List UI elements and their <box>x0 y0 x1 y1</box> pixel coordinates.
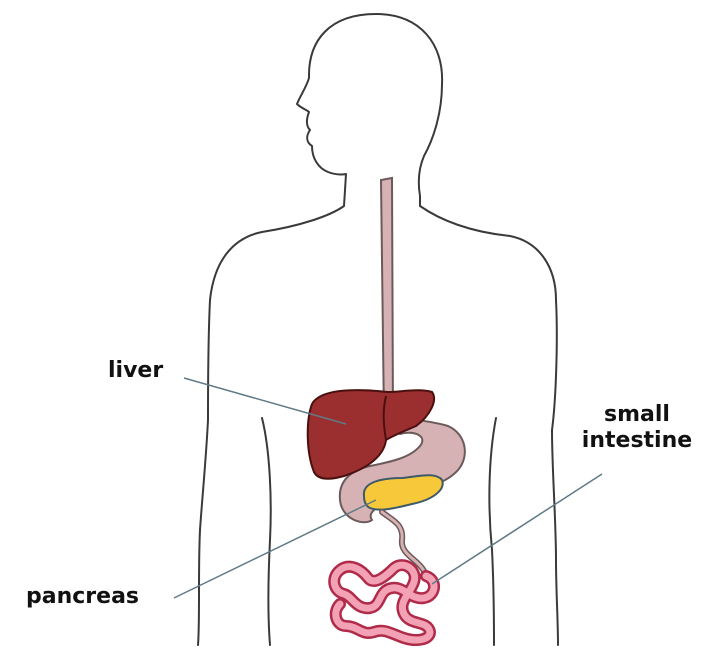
head-outline <box>198 14 376 645</box>
right-arm-crease <box>489 418 496 645</box>
small-intestine-label-line2: intestine <box>572 428 702 454</box>
small-intestine-label: small intestine <box>572 402 702 454</box>
left-arm-crease <box>262 418 271 645</box>
esophagus <box>381 178 393 420</box>
small-intestine-organ <box>334 565 434 640</box>
small-intestine-label-line1: small <box>572 402 702 428</box>
liver-label: liver <box>108 358 163 384</box>
pancreas-label: pancreas <box>26 584 139 610</box>
pancreas-organ <box>364 475 443 509</box>
body-outline <box>198 14 558 645</box>
small-intestine-pointer-line <box>432 474 602 584</box>
pancreas-pointer-line <box>174 500 376 598</box>
